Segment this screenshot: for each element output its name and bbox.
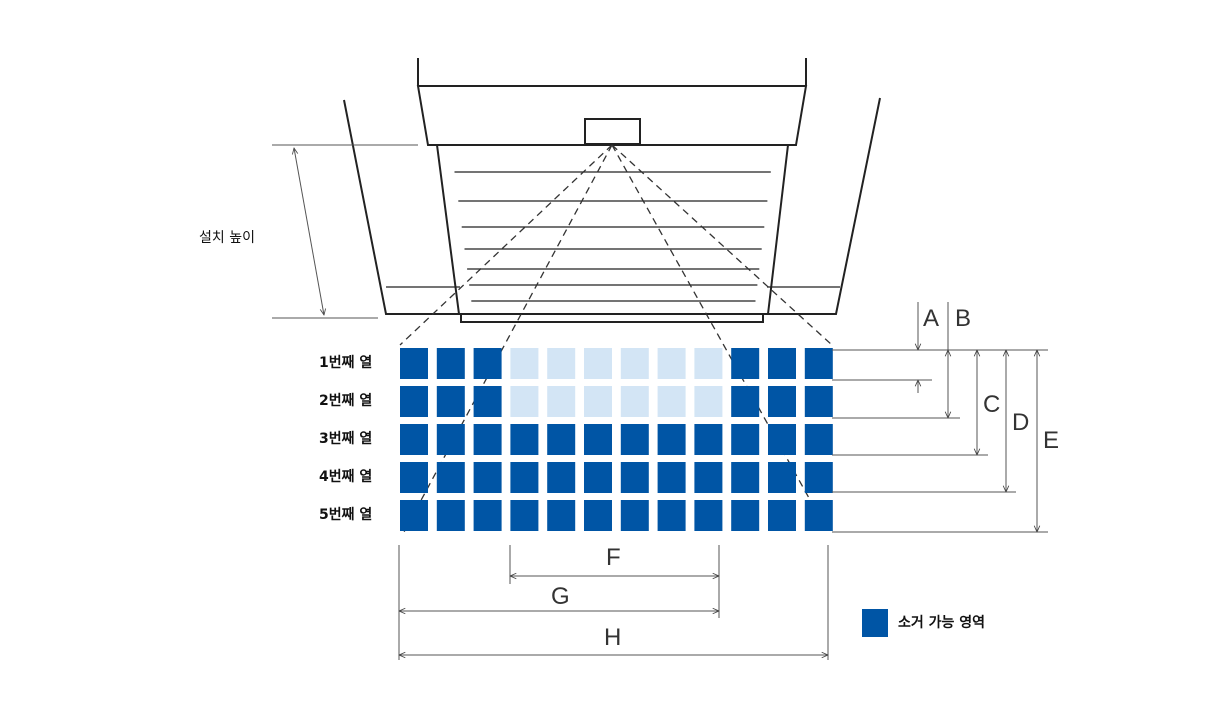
paper-tray-base: [460, 313, 764, 323]
erasable-cell: [768, 348, 796, 379]
row-label-4: 4번째 열: [319, 468, 372, 485]
install-height-dimension: [272, 144, 418, 319]
non-erasable-cell: [584, 348, 612, 379]
erasable-cell: [473, 500, 502, 531]
erasable-cell: [547, 424, 576, 455]
erasable-cell: [436, 424, 465, 455]
erasable-cell: [510, 462, 539, 493]
erasable-cell: [731, 424, 760, 455]
erasable-cell: [694, 424, 723, 455]
erasable-cell: [473, 386, 502, 417]
non-erasable-cell: [510, 386, 539, 417]
erasable-cell: [620, 500, 649, 531]
erasable-cell: [657, 462, 686, 493]
dim-label-h: H: [604, 624, 621, 651]
erasable-cell: [473, 424, 502, 455]
legend: 소거 가능 영역: [862, 609, 985, 637]
erasable-cell: [768, 424, 796, 455]
non-erasable-cell: [694, 348, 723, 379]
erasable-cell: [620, 462, 649, 493]
erasable-cell: [768, 462, 796, 493]
sensor-beam-line: [399, 144, 613, 346]
dim-label-c: C: [983, 391, 1000, 418]
install-height-arrow: [294, 148, 324, 315]
erasable-cell: [768, 500, 796, 531]
erase-area-grid: [400, 348, 833, 531]
erasable-cell: [584, 424, 612, 455]
erasable-cell: [804, 348, 833, 379]
legend-swatch-erasable: [862, 609, 888, 637]
non-erasable-cell: [584, 386, 612, 417]
erasable-cell: [731, 386, 760, 417]
non-erasable-cell: [547, 386, 576, 417]
erasable-cell: [400, 424, 428, 455]
erasable-cell: [400, 500, 428, 531]
non-erasable-cell: [547, 348, 576, 379]
dim-label-b: B: [955, 305, 971, 332]
dim-label-a: A: [923, 305, 939, 332]
erasable-cell: [804, 386, 833, 417]
sensor-beam-line: [403, 144, 613, 533]
erasable-cell: [768, 386, 796, 417]
row-label-5: 5번째 열: [319, 506, 372, 523]
erasable-cell: [694, 462, 723, 493]
row-label-3: 3번째 열: [319, 430, 372, 447]
erasable-cell: [657, 424, 686, 455]
erasable-cell: [400, 348, 428, 379]
erasable-cell: [473, 462, 502, 493]
erasable-cell: [584, 500, 612, 531]
non-erasable-cell: [657, 386, 686, 417]
erasable-cell: [547, 462, 576, 493]
row-label-1: 1번째 열: [319, 354, 372, 371]
erasable-cell: [731, 462, 760, 493]
vertical-dimensions: [832, 302, 1048, 532]
printer-head-housing: [416, 85, 808, 146]
erasable-cell: [657, 500, 686, 531]
erasable-cell: [804, 500, 833, 531]
sensor-window: [584, 118, 641, 145]
paper-sheets: [454, 171, 771, 302]
row-label-2: 2번째 열: [319, 392, 372, 409]
erasable-cell: [804, 424, 833, 455]
row-labels: 1번째 열 2번째 열 3번째 열 4번째 열 5번째 열: [319, 354, 372, 523]
erasable-cell: [436, 462, 465, 493]
erasable-cell: [436, 500, 465, 531]
dim-label-f: F: [606, 544, 621, 571]
non-erasable-cell: [657, 348, 686, 379]
erasable-cell: [510, 500, 539, 531]
erasable-cell: [804, 462, 833, 493]
erasable-cell: [400, 386, 428, 417]
sensor-beam-line: [611, 144, 829, 533]
erasable-cell: [436, 348, 465, 379]
legend-label: 소거 가능 영역: [898, 614, 985, 631]
erasable-cell: [694, 500, 723, 531]
erasable-cell: [400, 462, 428, 493]
erasable-cell: [620, 424, 649, 455]
erasable-cell: [584, 462, 612, 493]
erasable-cell: [510, 424, 539, 455]
paper-tray: [436, 144, 789, 315]
horizontal-dimensions: [399, 545, 828, 660]
outer-cabinet: [343, 97, 881, 315]
erasable-cell: [473, 348, 502, 379]
erasable-cell: [436, 386, 465, 417]
erasable-cell: [731, 348, 760, 379]
erasable-cell: [731, 500, 760, 531]
non-erasable-cell: [620, 348, 649, 379]
non-erasable-cell: [510, 348, 539, 379]
dim-label-e: E: [1043, 427, 1059, 454]
erasable-cell: [547, 500, 576, 531]
non-erasable-cell: [694, 386, 723, 417]
non-erasable-cell: [620, 386, 649, 417]
sensor-beam-line: [611, 144, 833, 346]
printer-body: [343, 58, 881, 323]
dim-label-d: D: [1012, 409, 1029, 436]
dim-label-g: G: [551, 583, 570, 610]
install-height-label: 설치 높이: [199, 230, 255, 246]
